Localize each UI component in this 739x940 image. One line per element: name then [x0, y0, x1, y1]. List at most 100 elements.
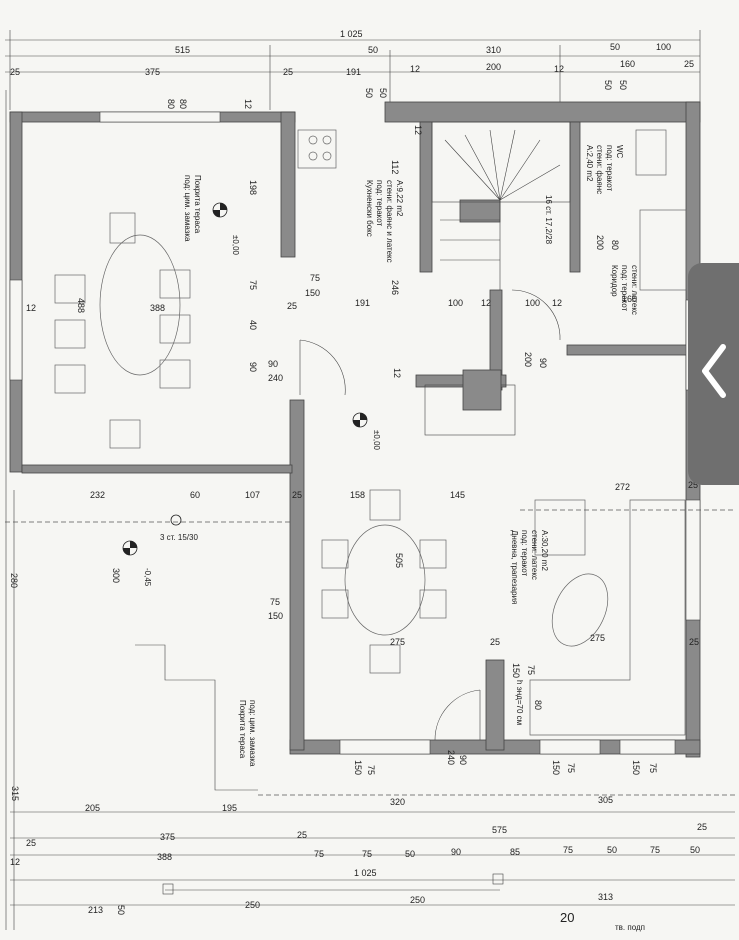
dim-inner: 12 — [26, 303, 36, 313]
dim-bottom: 315 — [10, 786, 20, 801]
dim-lower: 240 — [446, 750, 456, 765]
dim-total-top: 1 025 — [340, 29, 363, 39]
dim-inner: 198 — [248, 180, 258, 195]
dim-inner: 50 — [364, 88, 374, 98]
dim-bottom: 320 — [390, 797, 405, 807]
dim-bottom: 375 — [160, 832, 175, 842]
dim-bottom: 205 — [85, 803, 100, 813]
dim-bottom: 213 — [88, 905, 103, 915]
dim-top: 50 — [610, 42, 620, 52]
dim-mid: 25 — [292, 490, 302, 500]
dim-mid: 25 — [688, 480, 698, 490]
room-label-line: стени: фаянс — [595, 145, 604, 194]
dim-top: 310 — [486, 45, 501, 55]
room-label-living: Дневна, трапезария под: теракот стени: л… — [510, 530, 549, 604]
dim-lower: 150 — [268, 611, 283, 621]
dim-bottom: 85 — [510, 847, 520, 857]
dim-top: 191 — [346, 67, 361, 77]
room-label-line: под: цим. замазка — [248, 700, 257, 767]
room-label-line: А:2,40 m2 — [585, 145, 594, 182]
dim-inner: 246 — [390, 280, 400, 295]
collapse-panel-tab[interactable] — [688, 263, 739, 485]
dim-inner: 75 — [310, 273, 320, 283]
chevron-left-icon[interactable] — [697, 341, 731, 401]
dim-top: 375 — [145, 67, 160, 77]
dim-inner: 12 — [481, 298, 491, 308]
windows — [9, 111, 701, 755]
dim-bottom: 50 — [690, 845, 700, 855]
dim-inner: 100 — [525, 298, 540, 308]
dim-inner: 90 — [248, 362, 258, 372]
dim-bottom: 50 — [607, 845, 617, 855]
dim-mid: 60 — [190, 490, 200, 500]
sheet-number: 20 — [560, 910, 574, 925]
dim-inner: 191 — [355, 298, 370, 308]
dim-bottom: 25 — [697, 822, 707, 832]
dim-inner: 50 — [618, 80, 628, 90]
dim-top: 12 — [410, 64, 420, 74]
dim-top: 25 — [283, 67, 293, 77]
window-sill-label: h энд=70 см — [515, 680, 524, 725]
room-label-corridor: Коридор под: теракот стени: латекс — [610, 265, 639, 315]
dim-bottom: 575 — [492, 825, 507, 835]
dim-bottom: 50 — [405, 849, 415, 859]
room-label-kitchen: Кухненски бокс под: теракот стени: фаянс… — [365, 180, 404, 263]
room-label-line: стени: фаянс и латекс — [385, 180, 394, 263]
dim-lower: 75 — [270, 597, 280, 607]
dim-inner: 160 — [622, 294, 637, 304]
dim-inner: 12 — [392, 368, 402, 378]
dim-bottom: 195 — [222, 803, 237, 813]
dim-bottom: 75 — [650, 845, 660, 855]
room-label-line: стени: латекс — [530, 530, 539, 580]
dim-lower: 25 — [689, 637, 699, 647]
stair-outside-label: 3 ст. 15/30 — [160, 533, 198, 542]
dim-top: 25 — [10, 67, 20, 77]
dim-inner: 488 — [76, 298, 86, 313]
dim-inner: 50 — [603, 80, 613, 90]
dim-mid: 107 — [245, 490, 260, 500]
dim-bottom: 90 — [451, 847, 461, 857]
left-dimension-lines — [5, 90, 15, 930]
room-label-line: WC — [615, 145, 624, 159]
dim-top: 160 — [620, 59, 635, 69]
dim-inner: 40 — [248, 320, 258, 330]
dim-top: 50 — [368, 45, 378, 55]
room-label-line: А:9,22 m2 — [395, 180, 404, 217]
dim-total-bottom: 1 025 — [354, 868, 377, 878]
dim-inner: 80 — [178, 99, 188, 109]
dim-top: 100 — [656, 42, 671, 52]
dim-inner: 25 — [287, 301, 297, 311]
dim-mid: 272 — [615, 482, 630, 492]
doors — [299, 289, 561, 741]
dim-inner: 150 — [305, 288, 320, 298]
dim-bottom: 388 — [157, 852, 172, 862]
dim-mid: 145 — [450, 490, 465, 500]
dim-bottom: 25 — [26, 838, 36, 848]
dim-inner: 240 — [268, 373, 283, 383]
dim-inner: 12 — [413, 125, 423, 135]
dim-inner: 90 — [268, 359, 278, 369]
dim-top: 25 — [684, 59, 694, 69]
dim-inner: 200 — [523, 352, 533, 367]
dim-bottom: 250 — [245, 900, 260, 910]
dim-inner: 75 — [248, 280, 258, 290]
dim-bottom: 75 — [563, 845, 573, 855]
top-dimension-lines — [5, 30, 701, 110]
dim-top: 515 — [175, 45, 190, 55]
room-label-line: под: теракот — [620, 265, 629, 312]
dim-lower: 280 — [9, 573, 19, 588]
dim-lower: 150 — [353, 760, 363, 775]
room-label-terrace-bottom: Покрита тераса под: цим. замазка — [238, 700, 257, 767]
furniture — [54, 129, 687, 736]
room-label-line: под: теракот — [520, 530, 529, 577]
dim-inner: 200 — [595, 235, 605, 250]
dim-lower: 25 — [490, 637, 500, 647]
dim-bottom: 250 — [410, 895, 425, 905]
room-label-line: А:30,20 m2 — [540, 530, 549, 571]
dim-inner: 12 — [243, 99, 253, 109]
level-outside: -0,45 — [143, 568, 152, 587]
dim-lower: 75 — [366, 765, 376, 775]
dim-bottom: 50 — [116, 905, 126, 915]
room-label-line: стени: латекс — [630, 265, 639, 315]
room-label-line: Коридор — [610, 265, 619, 297]
